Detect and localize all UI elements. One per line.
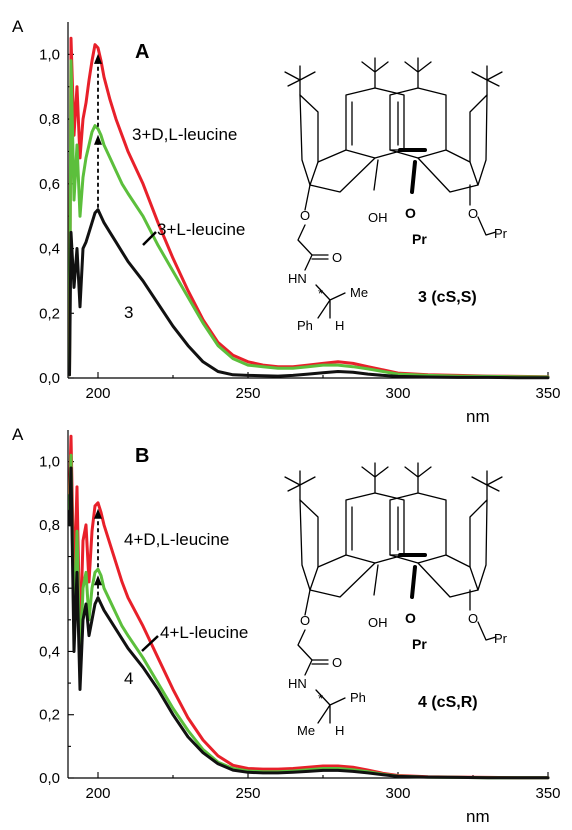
panel-a-y-axis-title: A xyxy=(12,17,24,36)
panel-a-compound-label: 3 (cS,S) xyxy=(418,289,477,306)
panel-b-x-tick-label: 250 xyxy=(235,785,260,802)
panel-b-structure: O OH O Pr O Pr O HN * Ph Me H 4 (cS,R) xyxy=(284,462,508,738)
panel-b-label-black: 4 xyxy=(124,669,133,688)
panel-b-x-axis-title: nm xyxy=(466,807,490,826)
panel-b-y-tick-label: 0,6 xyxy=(39,580,60,597)
panel-b-y-axis-title: A xyxy=(12,425,24,444)
panel-b-oxygen-3: O xyxy=(468,611,478,626)
panel-a-hydrogen: H xyxy=(335,318,344,333)
panel-a-series xyxy=(68,36,550,380)
panel-a-label-green: 3+L-leucine xyxy=(157,220,245,239)
panel-a-letter: A xyxy=(135,41,149,63)
panel-a-x-axis-title: nm xyxy=(466,407,490,426)
panel-a-hydroxyl: OH xyxy=(368,210,388,225)
panel-a-y-tick-label: 1,0 xyxy=(39,46,60,63)
panel-b-stereocenter: * xyxy=(318,691,323,706)
panel-a-label-green-leader xyxy=(142,231,157,246)
panel-a-oxygen-1: O xyxy=(300,208,310,223)
panel-b: A B nm 0,0 0,2 0,4 0,6 0,8 1,0 200 250 300 350 4+… xyxy=(12,425,561,826)
panel-b-y-tick-label: 0,2 xyxy=(39,707,60,724)
panel-b-substituent-left: Me xyxy=(297,723,315,738)
panel-a-propyl: Pr xyxy=(494,226,508,241)
panel-b-amide-nh: HN xyxy=(288,676,307,691)
panel-a-calixarene-skeleton xyxy=(284,57,503,319)
panel-a-series-green xyxy=(68,59,550,379)
panel-a-y-tick-label: 0,0 xyxy=(39,370,60,387)
panel-b-label-green-leader xyxy=(141,635,159,652)
panel-a-amide-nh: HN xyxy=(288,271,307,286)
panel-a-propyl-bold: Pr xyxy=(412,231,427,247)
panel-b-y-tick-label: 0,8 xyxy=(39,517,60,534)
panel-b-label-red: 4+D,L-leucine xyxy=(124,530,229,549)
panel-a-carbonyl-oxygen: O xyxy=(332,250,342,265)
panel-b-substituent-top: Ph xyxy=(350,690,366,705)
panel-b-axes: 0,0 0,2 0,4 0,6 0,8 1,0 200 250 300 350 xyxy=(39,430,561,802)
panel-a-series-red xyxy=(68,36,550,379)
panel-b-hydroxyl: OH xyxy=(368,615,388,630)
panel-a-substituent-left: Ph xyxy=(297,318,313,333)
panel-a-stereocenter: * xyxy=(318,286,323,301)
panel-b-series-black xyxy=(68,466,550,780)
panel-a-x-tick-label: 250 xyxy=(235,385,260,402)
panel-a-arrow-head xyxy=(94,134,102,145)
panel-b-arrow-head xyxy=(94,508,102,519)
panel-b-y-tick-label: 0,4 xyxy=(39,643,60,660)
panel-b-hydrogen: H xyxy=(335,723,344,738)
panel-b-arrow-head xyxy=(94,575,102,586)
panel-b-y-tick-label: 1,0 xyxy=(39,454,60,471)
panel-b-y-tick-label: 0,0 xyxy=(39,770,60,787)
panel-a: A A nm 0,0 0,2 0,4 0,6 0,8 1,0 200 250 300 350 3+… xyxy=(12,17,561,426)
panel-b-label-green: 4+L-leucine xyxy=(160,623,248,642)
panel-a-y-tick-label: 0,8 xyxy=(39,111,60,128)
panel-b-carbonyl-oxygen: O xyxy=(332,655,342,670)
panel-a-axes: 0,0 0,2 0,4 0,6 0,8 1,0 200 250 300 350 xyxy=(39,22,561,402)
panel-b-propyl: Pr xyxy=(494,631,508,646)
panel-a-label-black: 3 xyxy=(124,303,133,322)
panel-a-y-tick-label: 0,6 xyxy=(39,176,60,193)
panel-b-arrows xyxy=(94,508,102,596)
panel-b-oxygen-1: O xyxy=(300,613,310,628)
panel-a-oxygen-3: O xyxy=(468,206,478,221)
panel-a-series-black xyxy=(68,208,550,380)
panel-a-arrows xyxy=(94,53,102,208)
panel-a-label-red: 3+D,L-leucine xyxy=(132,125,237,144)
panel-a-oxygen-2: O xyxy=(405,205,416,221)
panel-b-propyl-bold: Pr xyxy=(412,636,427,652)
panel-b-calixarene-skeleton xyxy=(284,462,503,724)
panel-b-x-tick-label: 350 xyxy=(535,785,560,802)
panel-a-y-tick-label: 0,2 xyxy=(39,305,60,322)
panel-a-x-tick-label: 300 xyxy=(385,385,410,402)
panel-b-oxygen-2: O xyxy=(405,610,416,626)
panel-a-x-tick-label: 200 xyxy=(85,385,110,402)
panel-a-substituent-top: Me xyxy=(350,285,368,300)
panel-a-arrow-head xyxy=(94,53,102,64)
panel-b-bold-bond xyxy=(410,565,417,599)
panel-a-y-tick-label: 0,4 xyxy=(39,241,60,258)
panel-b-compound-label: 4 (cS,R) xyxy=(418,694,478,711)
panel-a-structure: O OH O Pr O Pr O HN * Me Ph H 3 (cS,S) xyxy=(284,57,508,333)
panel-b-x-tick-label: 300 xyxy=(385,785,410,802)
panel-a-x-tick-label: 350 xyxy=(535,385,560,402)
panel-b-letter: B xyxy=(135,445,149,467)
panel-b-x-tick-label: 200 xyxy=(85,785,110,802)
panel-b-series xyxy=(68,434,550,780)
panel-a-bold-bond xyxy=(410,160,417,194)
